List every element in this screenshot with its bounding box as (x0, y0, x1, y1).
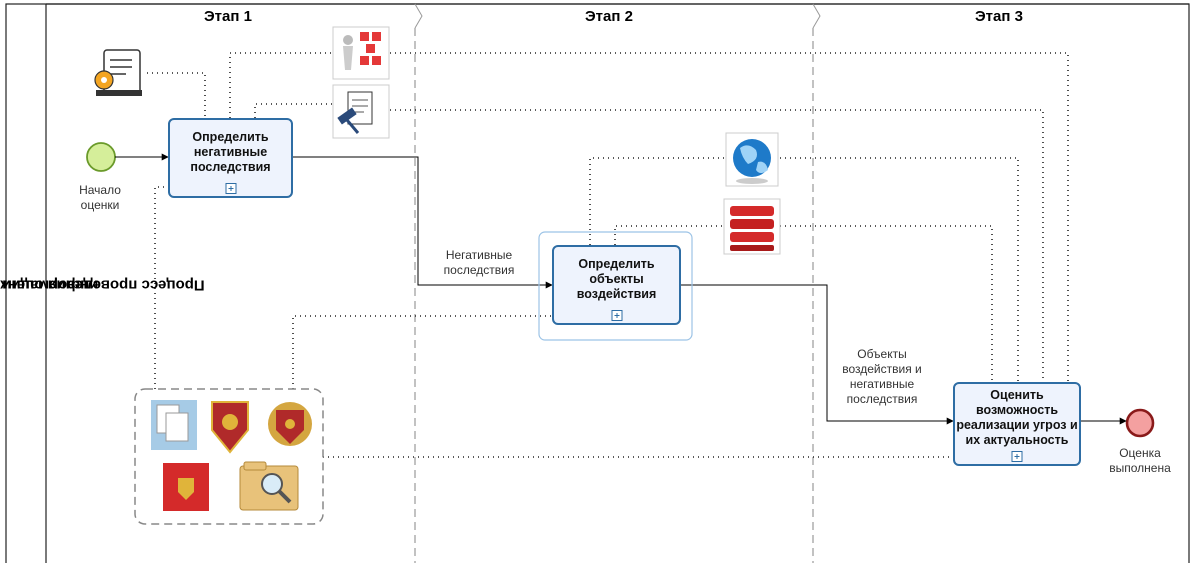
start-event[interactable] (86, 142, 116, 172)
task-define-targets[interactable]: Определить объекты воздействия (552, 245, 681, 325)
document-settings-icon (94, 47, 146, 101)
binders-icon (723, 198, 781, 255)
resources-group (134, 388, 324, 525)
end-event[interactable] (1125, 408, 1155, 438)
gavel-document-icon (332, 84, 390, 139)
flag-emblem-icon (163, 463, 209, 511)
expand-icon[interactable] (611, 310, 622, 321)
expand-icon[interactable] (225, 183, 236, 194)
documents-icon (151, 400, 197, 450)
expand-icon[interactable] (1011, 451, 1023, 462)
task-label: Определить негативные последствия (190, 129, 271, 174)
emblem-icon (268, 402, 312, 446)
emblem-icon (211, 401, 249, 454)
stage-2-title: Этап 2 (585, 8, 633, 25)
task-define-consequences[interactable]: Определить негативные последствия (168, 118, 293, 198)
end-event-label: Оценка выполнена (1109, 446, 1171, 475)
task-label: Определить объекты воздействия (576, 256, 657, 301)
flow-label-targets-consequences: Объекты воздействия и негативные последс… (842, 347, 922, 406)
task-label: Оценить возможность реализации угроз и и… (956, 388, 1078, 447)
selection-frame (538, 231, 693, 341)
stage-3-title: Этап 3 (975, 8, 1023, 25)
task-assess-threats[interactable]: Оценить возможность реализации угроз и и… (953, 382, 1081, 466)
flow-label-consequences: Негативные последствия (443, 248, 515, 277)
stage-1-title: Этап 1 (204, 8, 252, 25)
person-blocks-icon (332, 26, 390, 80)
start-event-label: Начало оценки (79, 183, 121, 212)
pool-title: Процесс проведения оценки угроз безопано… (0, 6, 204, 563)
globe-icon (725, 132, 779, 187)
pool-title-line2: информации ИС ГК (0, 276, 98, 293)
folder-magnifier-icon (239, 461, 299, 511)
